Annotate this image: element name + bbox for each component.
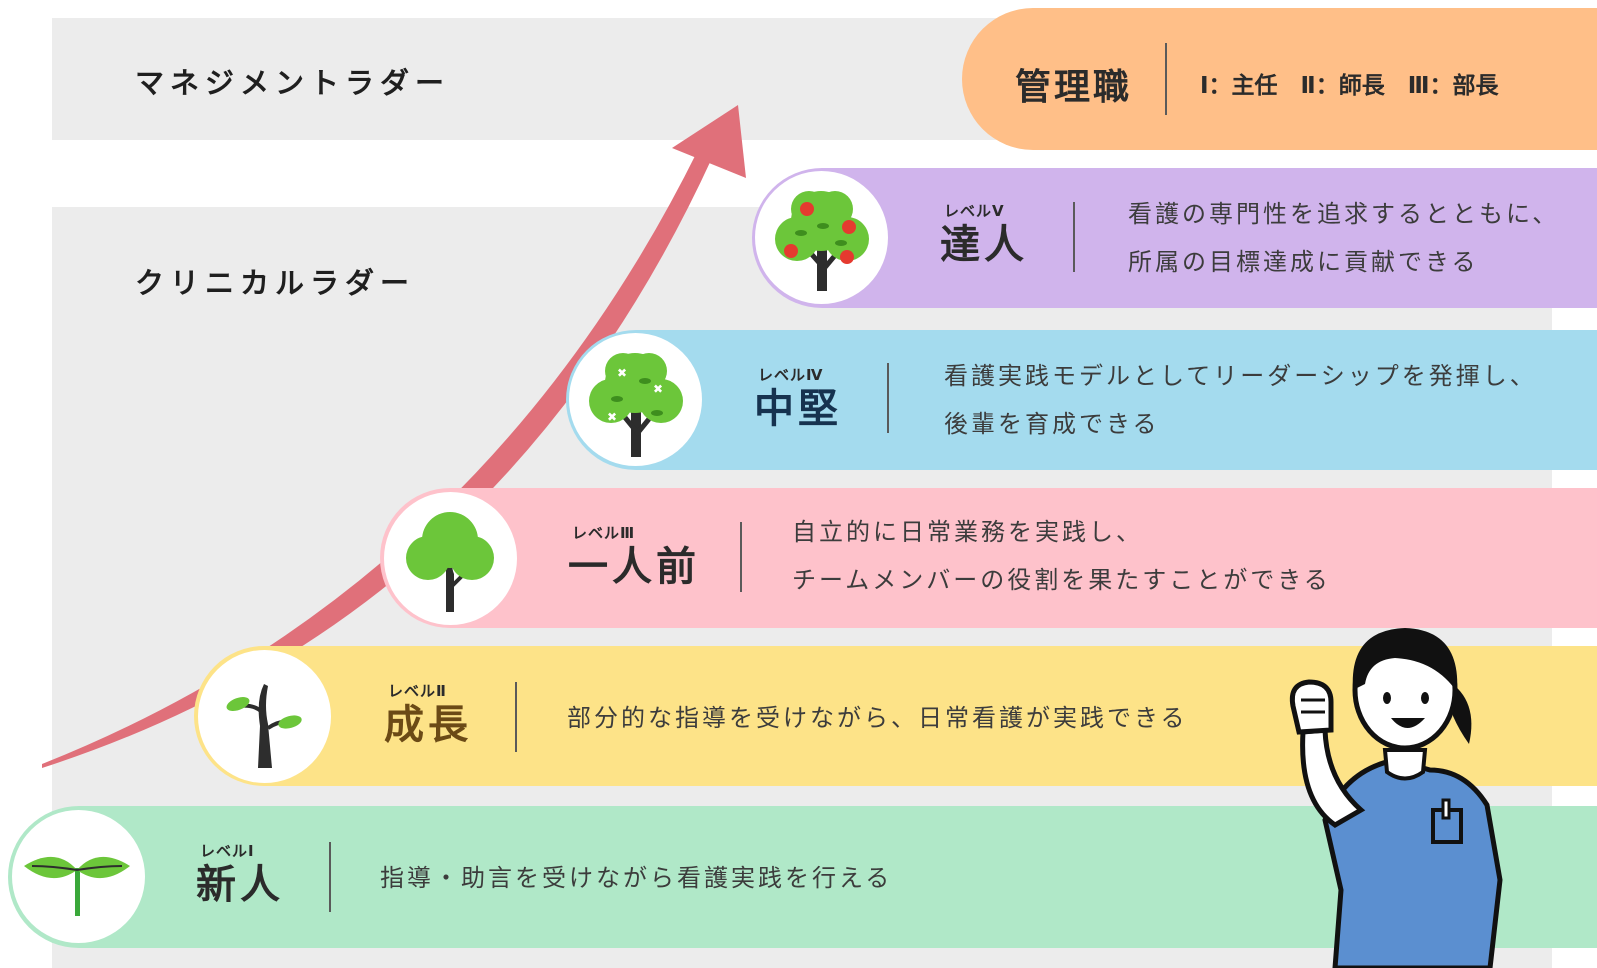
level-3-description: 自立的に日常業務を実践し、 チームメンバーの役割を果たすことができる	[792, 508, 1331, 604]
management-title: 管理職	[1015, 67, 1133, 108]
level-5-name: 達人	[940, 222, 1028, 268]
level-5-pill	[752, 168, 1597, 308]
nurse-shirt	[1322, 757, 1503, 968]
level-1-label: レベルⅠ	[200, 842, 255, 860]
level-1-icon-circle	[12, 810, 145, 943]
management-divider	[1165, 43, 1167, 115]
level-3-title: レベルⅢ 一人前	[568, 522, 700, 589]
level-3-icon-circle	[384, 492, 517, 625]
svg-text:✖: ✖	[653, 382, 663, 396]
level-2-divider	[515, 682, 517, 752]
level-4-divider	[887, 363, 889, 433]
sapling-icon	[226, 684, 302, 768]
level-5-icon-circle	[755, 171, 888, 304]
management-ladder-label: マネジメントラダー	[135, 66, 451, 100]
level-3-pill	[380, 488, 1597, 628]
level-4-name: 中堅	[754, 386, 842, 432]
level-4-desc-line-1: 看護実践モデルとしてリーダーシップを発揮し、	[944, 362, 1537, 390]
level-4-icon-circle: ✖ ✖ ✖	[569, 333, 702, 466]
svg-text:✖: ✖	[607, 410, 617, 424]
level-4-pill	[566, 330, 1597, 470]
level-3-desc-line-1: 自立的に日常業務を実践し、	[792, 518, 1143, 546]
management-pill	[962, 8, 1597, 150]
level-2-icon-circle	[198, 650, 331, 783]
level-5-desc-line-2: 所属の目標達成に貢献できる	[1128, 248, 1479, 276]
level-1-divider	[329, 842, 331, 912]
level-5-desc-line-1: 看護の専門性を追求するとともに、	[1128, 200, 1560, 228]
level-4-desc-line-2: 後輩を育成できる	[944, 410, 1160, 438]
nurse-fist	[1289, 679, 1334, 735]
level-4-title: レベルⅣ 中堅	[754, 364, 842, 431]
level-1-title: レベルⅠ 新人	[196, 840, 284, 907]
level-1-name: 新人	[196, 862, 284, 908]
level-2-description: 部分的な指導を受けながら、日常看護が実践できる	[567, 694, 1188, 742]
growth-arrow-head	[672, 105, 746, 178]
level-3-label: レベルⅢ	[572, 524, 636, 542]
level-1-desc-line-1: 指導・助言を受けながら看護実践を行える	[380, 864, 893, 892]
apple-tree-icon	[775, 191, 869, 291]
level-3-desc-line-2: チームメンバーの役割を果たすことができる	[792, 566, 1331, 594]
sprout-icon	[24, 856, 130, 916]
level-5-title: レベルⅤ 達人	[940, 200, 1028, 267]
svg-text:✖: ✖	[617, 366, 627, 380]
level-4-label: レベルⅣ	[758, 366, 824, 384]
nurse-hair	[1352, 628, 1458, 692]
clinical-ladder-label: クリニカルラダー	[135, 266, 416, 300]
level-4-description: 看護実践モデルとしてリーダーシップを発揮し、 後輩を育成できる	[944, 352, 1537, 448]
level-1-description: 指導・助言を受けながら看護実践を行える	[380, 854, 892, 902]
level-3-divider	[740, 522, 742, 592]
level-5-label: レベルⅤ	[944, 202, 1005, 220]
level-2-title: レベルⅡ 成長	[384, 680, 472, 747]
young-tree-icon	[406, 512, 494, 612]
level-2-desc-line-1: 部分的な指導を受けながら、日常看護が実践できる	[567, 704, 1188, 732]
flowering-tree-icon: ✖ ✖ ✖	[589, 353, 683, 457]
nurse-illustration	[1289, 628, 1503, 968]
level-2-label: レベルⅡ	[388, 682, 447, 700]
level-5-description: 看護の専門性を追求するとともに、 所属の目標達成に貢献できる	[1128, 190, 1559, 286]
level-5-divider	[1073, 202, 1075, 272]
management-levels: Ⅰ：主任 Ⅱ：師長 Ⅲ：部長	[1200, 73, 1499, 99]
level-2-name: 成長	[384, 702, 472, 748]
level-3-name: 一人前	[568, 544, 700, 590]
